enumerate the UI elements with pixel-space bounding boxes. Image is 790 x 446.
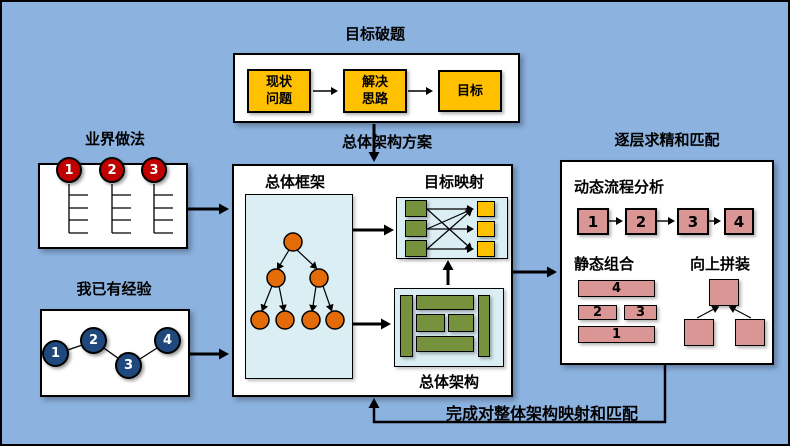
industry-badge-1: 1 (56, 157, 82, 183)
assembly-child-block (684, 319, 714, 346)
assembly-label: 向上拼装 (690, 255, 751, 273)
arch-right-bar (478, 295, 490, 357)
step-goal: 目标 (438, 70, 502, 112)
my-experience-title: 我已有经验 (76, 280, 152, 298)
architecture-plan-title: 总体架构方案 (341, 133, 432, 151)
step-current-problem: 现状 问题 (247, 69, 311, 113)
dynamic-step-3: 3 (677, 208, 709, 235)
mapping-target-block (477, 221, 495, 237)
refinement-title: 逐层求精和匹配 (614, 131, 720, 149)
assembly-parent-block (709, 279, 739, 306)
industry-practice-title: 业界做法 (84, 130, 145, 148)
industry-badge-3: 3 (141, 157, 167, 183)
goal-mapping-label: 目标映射 (423, 173, 484, 191)
dynamic-step-1: 1 (577, 208, 609, 235)
feedback-label: 完成对整体架构映射和匹配 (445, 404, 638, 423)
mapping-source-block (405, 240, 427, 257)
framework-label: 总体框架 (264, 173, 325, 191)
experience-node-3: 3 (115, 352, 142, 379)
static-bar-3: 3 (624, 305, 657, 320)
dynamic-step-2: 2 (625, 208, 657, 235)
assembly-child-block (735, 319, 765, 346)
static-bar-2: 2 (578, 305, 617, 320)
static-bar-4: 4 (578, 280, 655, 297)
arch-left-bar (400, 295, 413, 357)
experience-node-1: 1 (42, 340, 69, 367)
arch-mid-left-block (416, 314, 445, 332)
overall-architecture-label: 总体架构 (418, 373, 479, 391)
experience-node-4: 4 (154, 327, 181, 354)
mapping-target-block (477, 241, 495, 257)
framework-tree-box (245, 194, 353, 379)
goal-breakdown-title: 目标破题 (344, 25, 405, 43)
mapping-source-block (405, 200, 427, 217)
dynamic-flow-label: 动态流程分析 (574, 178, 665, 196)
mapping-target-block (477, 201, 495, 217)
arch-bottom-bar (416, 336, 474, 352)
dynamic-step-4: 4 (724, 208, 754, 235)
experience-node-2: 2 (80, 327, 107, 354)
arch-top-bar (416, 295, 474, 310)
mapping-source-block (405, 220, 427, 237)
static-bar-1: 1 (578, 326, 655, 343)
arch-mid-right-block (448, 314, 474, 332)
static-combo-label: 静态组合 (574, 255, 635, 273)
step-solution-idea: 解决 思路 (343, 69, 407, 113)
industry-badge-2: 2 (99, 157, 125, 183)
